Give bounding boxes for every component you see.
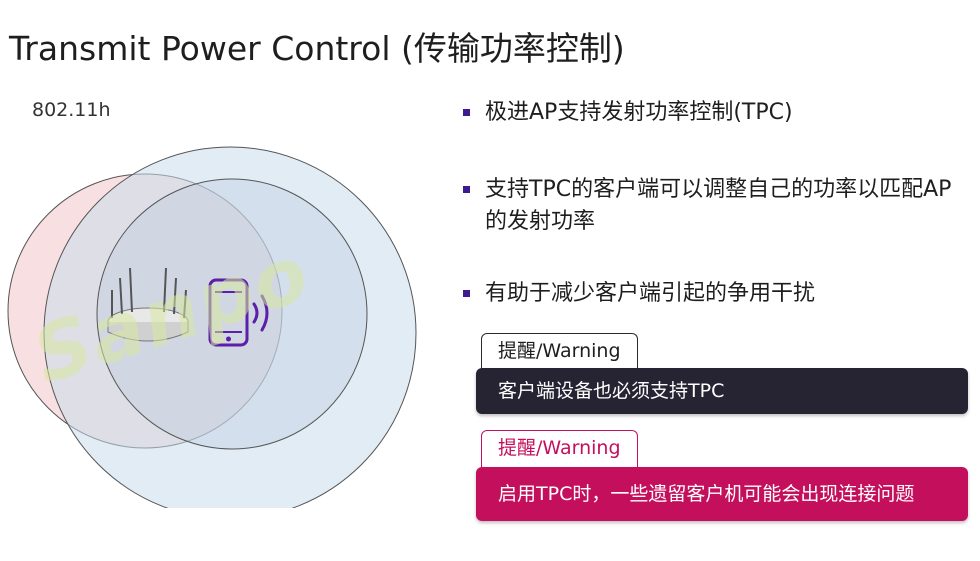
bullet-item: 极进AP支持发射功率控制(TPC) [463, 97, 968, 129]
warning-box-legacy-clients: 启用TPC时，一些遗留客户机可能会出现连接问题 [476, 467, 968, 521]
bullet-square-icon [463, 109, 470, 116]
standard-label: 802.11h [32, 99, 111, 121]
warning-tab: 提醒/Warning [481, 430, 638, 468]
bullet-text: 有助于减少客户端引起的争用干扰 [485, 281, 816, 306]
ap-coverage-circle [43, 146, 417, 508]
wireless-waves-icon [252, 294, 269, 332]
bullet-square-icon [463, 290, 470, 297]
coverage-diagram [7, 146, 417, 508]
bullet-text: 极进AP支持发射功率控制(TPC) [485, 100, 793, 125]
inner-coverage-circle [96, 178, 368, 450]
page-title: Transmit Power Control (传输功率控制) [9, 29, 625, 68]
bullet-square-icon [463, 186, 470, 193]
warning-tab: 提醒/Warning [481, 333, 638, 371]
bullet-item: 有助于减少客户端引起的争用干扰 [463, 278, 968, 310]
bullet-text: 支持TPC的客户端可以调整自己的功率以匹配AP的发射功率 [485, 177, 952, 234]
access-point-icon [107, 267, 189, 342]
warning-box-client-support: 客户端设备也必须支持TPC [476, 368, 968, 414]
smartphone-icon [208, 278, 249, 347]
bullet-item: 支持TPC的客户端可以调整自己的功率以匹配AP的发射功率 [463, 174, 968, 238]
